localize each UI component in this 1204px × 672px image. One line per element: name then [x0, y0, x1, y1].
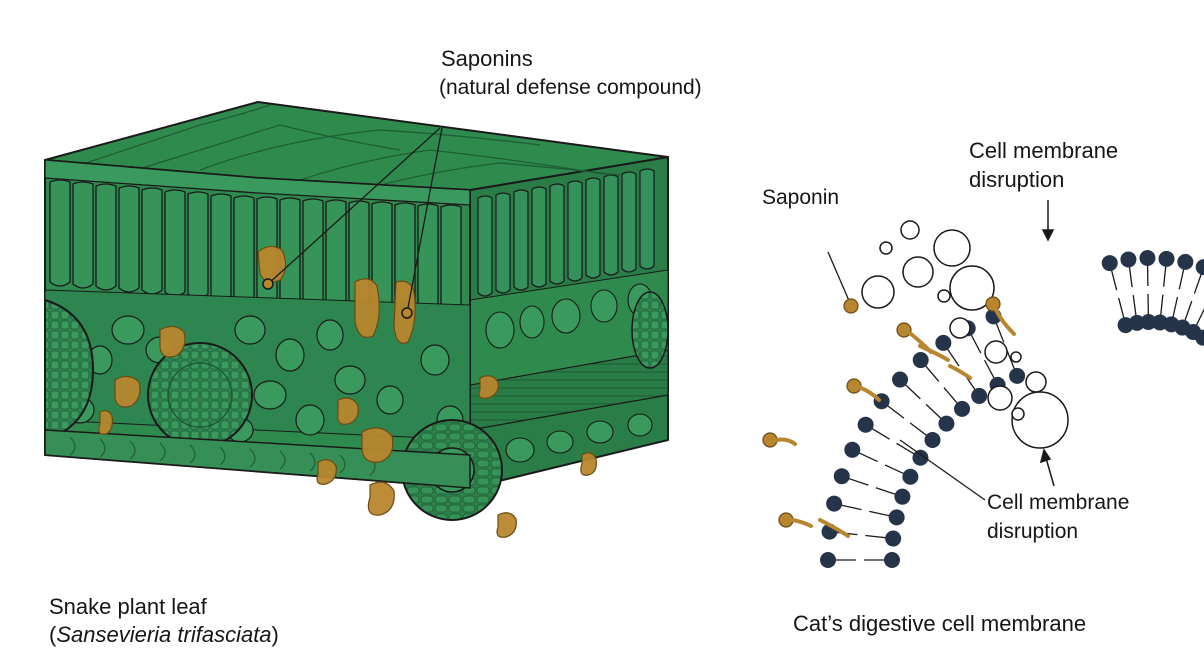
- caption-paren-close: ): [271, 622, 279, 647]
- bubble: [879, 241, 893, 255]
- free-saponins: [762, 251, 1016, 538]
- saponin-molecule: [846, 378, 862, 394]
- lipid-head: [1139, 250, 1156, 267]
- bubble: [902, 256, 934, 288]
- vascular-bundle-center: [147, 342, 253, 448]
- lipid-head: [885, 530, 902, 547]
- lipid-head: [1120, 251, 1137, 268]
- top-epidermis-lines: [79, 104, 621, 186]
- leaf-caption-title: Snake plant leaf: [49, 594, 207, 619]
- side-face-vascular-bundle: [631, 291, 669, 369]
- membrane-caption: Cat’s digestive cell membrane: [793, 611, 1087, 636]
- leaf-caption-species: (Sansevieria trifasciata): [49, 622, 279, 648]
- lipid-head: [857, 416, 874, 433]
- bubble: [933, 229, 971, 267]
- bilayer-lower-segment: [820, 308, 1026, 568]
- saponin-label: Saponin: [762, 186, 840, 209]
- saponin-deposit: [159, 325, 186, 358]
- lipid-head: [1101, 255, 1118, 272]
- saponin-deposit: [257, 245, 287, 283]
- lipid-head: [1009, 367, 1026, 384]
- saponin-molecule: [778, 512, 794, 528]
- bubble: [949, 317, 971, 339]
- saponin-molecule: [762, 432, 778, 448]
- lipid-head: [892, 371, 909, 388]
- lipid-head: [888, 509, 905, 526]
- saponin-deposit: [361, 427, 394, 463]
- bubble: [900, 220, 920, 240]
- lipid-head: [924, 431, 941, 448]
- saponins-sublabel: (natural defense compound): [439, 76, 702, 99]
- saponin-deposit: [337, 397, 359, 425]
- leader-line: [899, 439, 986, 501]
- lipid-head: [1158, 250, 1175, 267]
- lower-epidermis: [44, 429, 471, 489]
- lipid-head: [971, 387, 988, 404]
- membrane-diagram: [762, 200, 1204, 568]
- saponin-deposit: [316, 459, 337, 485]
- upper-epidermis: [44, 159, 471, 206]
- bubble: [1011, 391, 1069, 449]
- lipid-head: [912, 449, 929, 466]
- saponin-callout-line: [406, 127, 443, 314]
- saponin-deposit: [580, 452, 597, 476]
- bubble: [937, 289, 951, 303]
- saponin-callout-dot: [401, 307, 413, 319]
- disruption-label-top-line1: Cell membrane: [969, 138, 1119, 163]
- bubble: [1025, 371, 1047, 393]
- lipid-head: [912, 352, 929, 369]
- saponin-callout-dot: [262, 278, 274, 290]
- saponin-molecule: [896, 322, 912, 338]
- saponins-label: Saponins: [441, 46, 533, 71]
- lipid-head: [826, 495, 843, 512]
- saponin-deposit: [114, 375, 141, 408]
- saponin-deposit: [98, 410, 113, 435]
- lipid-head: [884, 552, 900, 568]
- leaf-cross-section: [44, 101, 669, 538]
- lipid-head: [954, 400, 971, 417]
- lipid-head: [1128, 314, 1145, 331]
- lower-epidermis-cells: [69, 436, 376, 476]
- pointer-arrows: [899, 200, 1055, 501]
- saponin-deposit: [478, 375, 499, 399]
- disruption-label-bottom-line2: disruption: [987, 520, 1079, 543]
- lipid-head: [820, 552, 836, 568]
- lipid-head: [1177, 253, 1194, 270]
- lipid-head: [1195, 329, 1204, 346]
- bubble: [1010, 351, 1022, 363]
- lipid-head: [902, 468, 919, 485]
- bubble: [1011, 407, 1025, 421]
- lipid-head: [894, 488, 911, 505]
- bubble: [949, 265, 995, 311]
- lipid-head: [1140, 314, 1157, 331]
- bubble: [987, 385, 1013, 411]
- lipid-head: [935, 334, 952, 351]
- species-name: Sansevieria trifasciata: [56, 622, 272, 647]
- micelle-bubbles: [861, 220, 1069, 449]
- bubble: [984, 340, 1008, 364]
- bilayer-upper-segment: [1101, 250, 1204, 346]
- lipid-head: [844, 441, 861, 458]
- saponin-deposit: [354, 278, 380, 338]
- arrow-bottom: [1045, 457, 1055, 487]
- saponin-deposit: [367, 481, 395, 516]
- bubble: [861, 275, 895, 309]
- lipid-head: [1195, 259, 1204, 276]
- saponin-callout-line: [267, 127, 441, 285]
- side-face-cells: [477, 168, 655, 297]
- lipid-head: [938, 415, 955, 432]
- saponin-deposit: [496, 512, 517, 538]
- lipid-head: [833, 468, 850, 485]
- saponin-molecule: [843, 298, 859, 314]
- caption-paren-open: (: [49, 622, 57, 647]
- disruption-label-bottom-line1: Cell membrane: [987, 491, 1130, 514]
- spongy-cells: [65, 315, 464, 443]
- saponin-molecule: [985, 296, 1001, 312]
- disruption-label-top-line2: disruption: [969, 167, 1065, 192]
